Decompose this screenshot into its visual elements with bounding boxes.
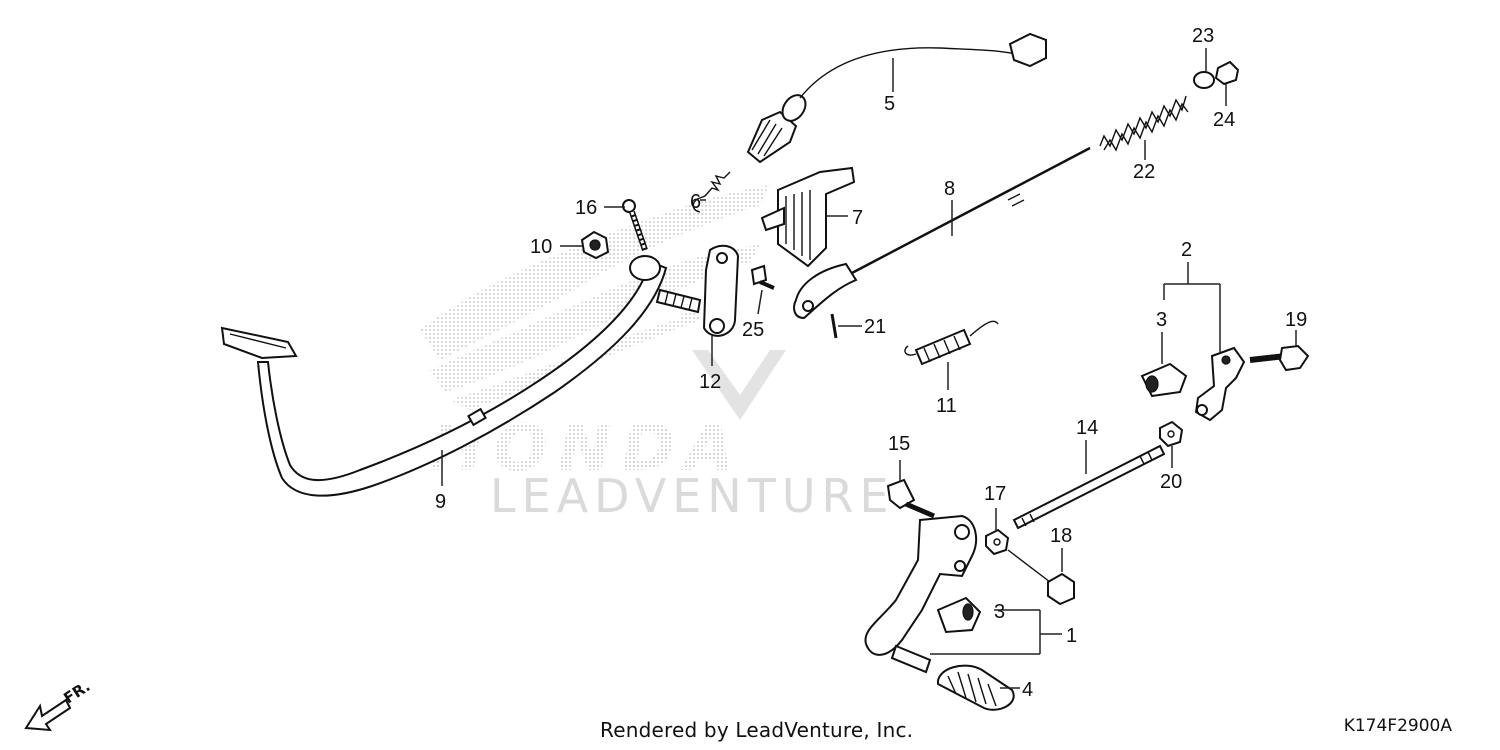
callout-10: 10: [530, 236, 552, 258]
svg-text:LEADVENTURE: LEADVENTURE: [490, 469, 895, 523]
callout-24: 24: [1213, 109, 1235, 131]
callout-5: 5: [884, 93, 895, 115]
callout-11: 11: [936, 395, 957, 417]
cotter-pin-21: [830, 313, 838, 339]
callout-23: 23: [1192, 25, 1214, 47]
nut-18: [1007, 549, 1075, 606]
shift-pedal-1: [864, 514, 978, 674]
callout-20: 20: [1160, 471, 1182, 493]
callout-14: 14: [1076, 417, 1098, 439]
joint-3-lower: [936, 596, 982, 634]
callout-15: 15: [888, 433, 910, 455]
leadventure-watermark: LEADVENTURE: [490, 350, 895, 523]
front-direction-indicator: FR.: [24, 677, 93, 732]
brake-arm-12: [655, 244, 740, 337]
brake-rod-8: [793, 146, 1091, 320]
spring-6: [692, 171, 731, 213]
callout-9: 9: [435, 491, 446, 513]
callout-17: 17: [984, 483, 1006, 505]
render-credit: Rendered by LeadVenture, Inc.: [600, 718, 914, 742]
callout-22: 22: [1133, 161, 1155, 183]
shift-rod-14: [1012, 444, 1166, 530]
stop-switch-5: [746, 32, 1047, 164]
callout-7: 7: [852, 207, 863, 229]
bolt-15: [886, 478, 935, 519]
callout-6: 6: [690, 191, 701, 213]
front-arrow-icon: [24, 698, 72, 732]
spring-22: [1099, 95, 1189, 152]
callout-labels: 5 6 7 8 16 10 12 25 21 11 9 22 23 24 2 3…: [435, 25, 1307, 701]
spring-11: [904, 320, 999, 366]
callout-16: 16: [575, 197, 597, 219]
joint-3-upper: [1140, 362, 1188, 398]
callout-4: 4: [1022, 679, 1033, 701]
diagram-code: K174F2900A: [1343, 716, 1452, 736]
brake-pedal-arm: [220, 255, 668, 497]
rubber-4: [936, 664, 1015, 711]
bolt-16: [622, 199, 648, 251]
callout-2: 2: [1181, 239, 1192, 261]
washer-17: [985, 528, 1010, 556]
callout-12: 12: [699, 371, 721, 393]
callout-19: 19: [1285, 309, 1307, 331]
joint-23: [1193, 71, 1215, 89]
callout-25: 25: [742, 319, 764, 341]
nut-20: [1159, 420, 1184, 448]
callout-8: 8: [944, 178, 955, 200]
leader-lines: [441, 48, 1297, 689]
callout-3-lower: 3: [994, 601, 1005, 623]
callout-21: 21: [864, 316, 886, 338]
callout-3-upper: 3: [1156, 309, 1167, 331]
callout-18: 18: [1050, 525, 1072, 547]
nut-10: [580, 230, 610, 260]
bolt-19: [1249, 344, 1310, 372]
callout-1: 1: [1066, 625, 1077, 647]
cover-7: [760, 166, 856, 268]
nut-24: [1214, 60, 1240, 86]
pin-25: [750, 264, 775, 290]
shift-arm-2: [1194, 346, 1246, 422]
honda-wing-watermark: [420, 185, 770, 410]
